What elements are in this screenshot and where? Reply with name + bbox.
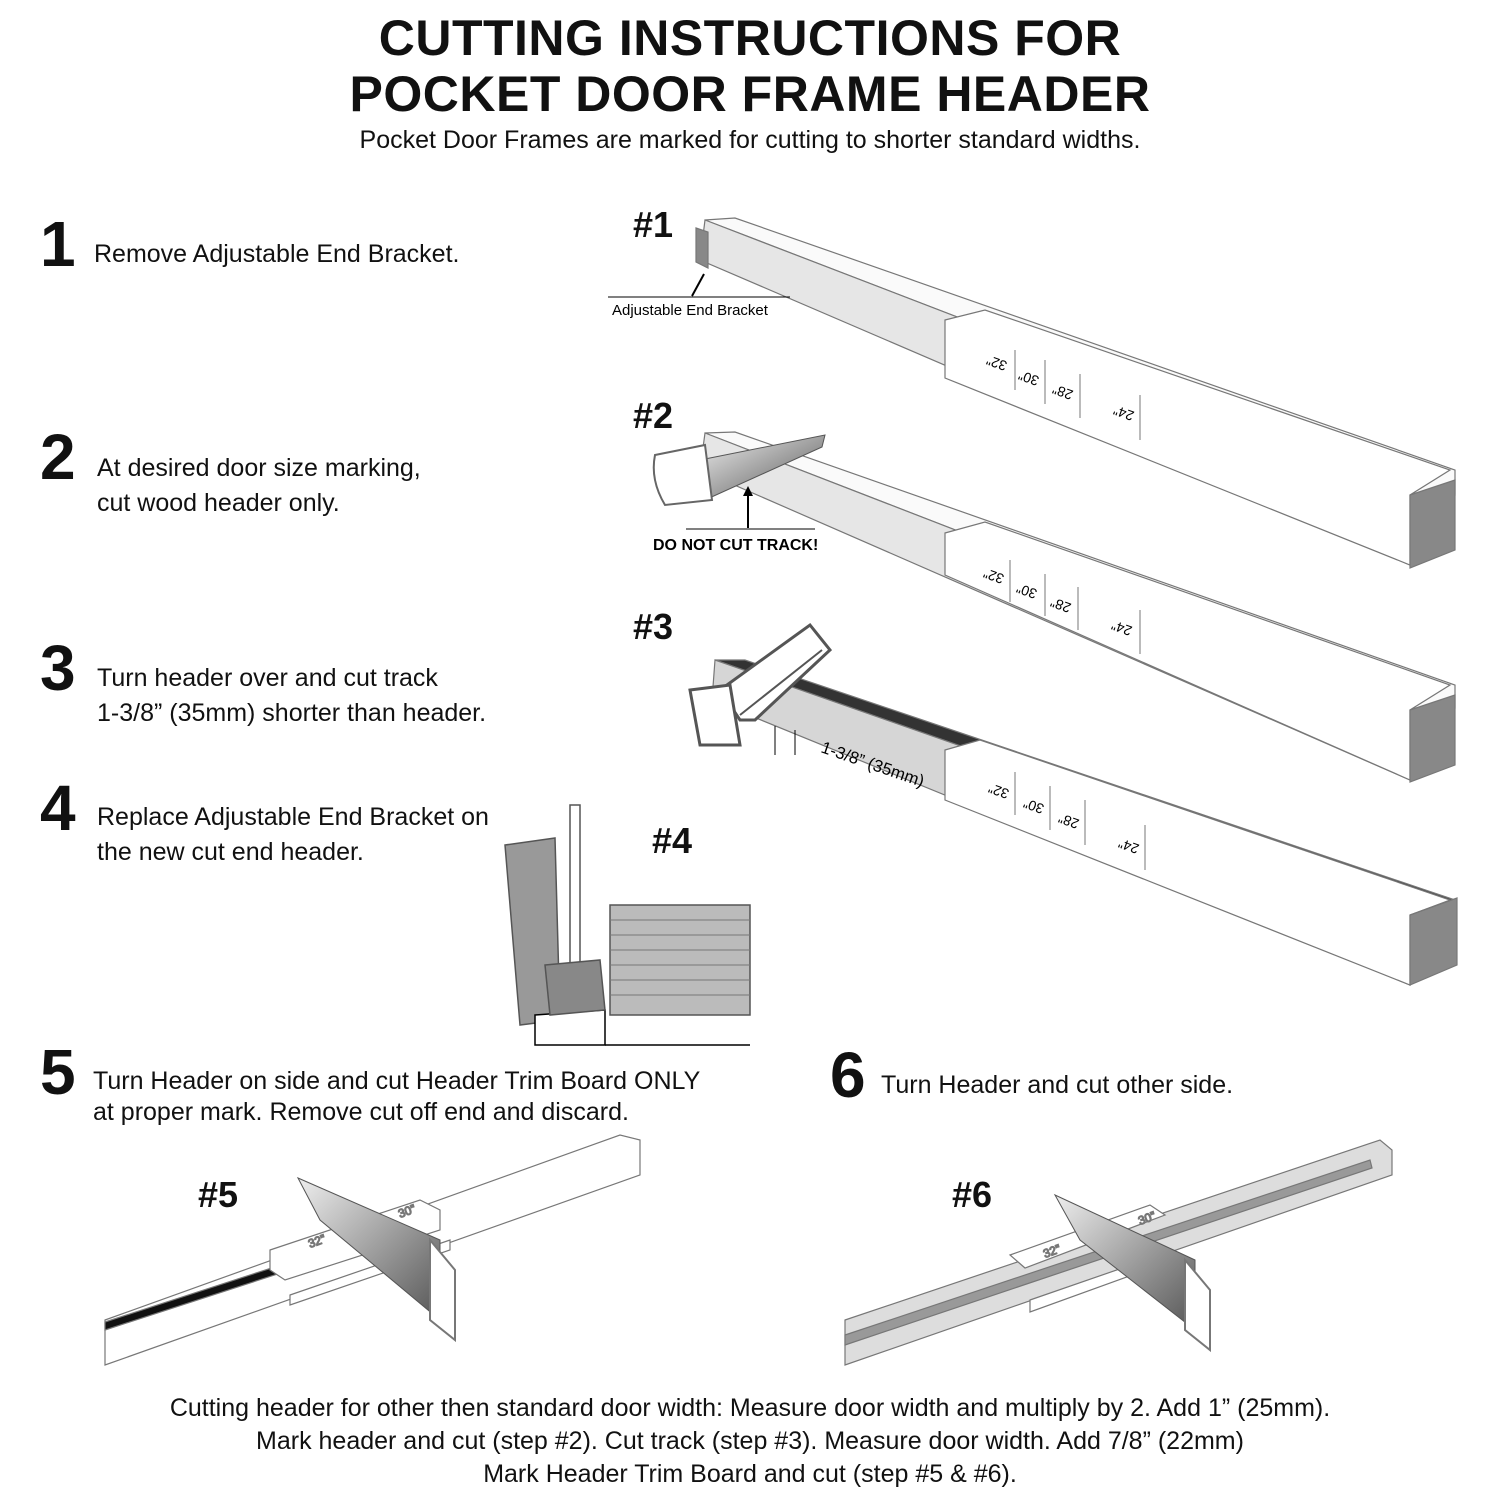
title-line-1: CUTTING INSTRUCTIONS FOR	[378, 10, 1122, 66]
size-marks-beam-2: 32" 30" 28" 24"	[981, 560, 1141, 654]
step-1-number: 1	[40, 208, 76, 280]
step-4-number: 4	[40, 772, 76, 844]
callout-do-not-cut-track: DO NOT CUT TRACK!	[653, 537, 818, 554]
header-beam-1	[695, 217, 1456, 569]
header-beam-2	[699, 431, 1456, 783]
size-mark: 30"	[1016, 367, 1041, 389]
figure-label-6: #6	[952, 1174, 993, 1215]
subtitle: Pocket Door Frames are marked for cuttin…	[359, 126, 1141, 154]
step-2-text: At desired door size marking,cut wood he…	[97, 454, 421, 517]
callout-arrow	[691, 273, 705, 297]
size-mark: 30"	[1014, 580, 1039, 602]
callout-adjustable-end-bracket: Adjustable End Bracket	[612, 302, 769, 319]
size-mark: 32"	[981, 565, 1006, 587]
step-2-number: 2	[40, 421, 76, 493]
adjustable-end-bracket	[695, 227, 709, 269]
step-5-text: Turn Header on side and cut Header Trim …	[93, 1067, 701, 1126]
figure-label-5: #5	[198, 1174, 239, 1215]
size-mark: 30"	[396, 1202, 417, 1221]
footer-note: Cutting header for other then standard d…	[169, 1394, 1331, 1488]
size-mark: 32"	[984, 352, 1009, 374]
hand-saw-icon	[652, 434, 826, 507]
size-mark: 24"	[1111, 402, 1136, 424]
size-mark: 32"	[306, 1232, 327, 1251]
size-mark: 28"	[1056, 810, 1081, 832]
size-mark: 32"	[1041, 1242, 1062, 1261]
step-6-number: 6	[830, 1039, 866, 1111]
bracket-detail	[504, 804, 751, 1046]
figure-label-1: #1	[633, 204, 674, 245]
header-beam-3	[711, 659, 1458, 986]
hand-saw-icon	[296, 1176, 456, 1343]
size-mark: 30"	[1136, 1209, 1157, 1228]
size-mark: 24"	[1116, 835, 1141, 857]
title-line-2: POCKET DOOR FRAME HEADER	[349, 66, 1151, 122]
figure-label-3: #3	[633, 606, 674, 647]
step-5-number: 5	[40, 1036, 76, 1108]
size-marks-beam-3: 32" 30" 28" 24"	[986, 772, 1146, 870]
figure-label-4: #4	[652, 820, 693, 861]
step-6-text: Turn Header and cut other side.	[881, 1071, 1234, 1099]
size-mark: 28"	[1050, 381, 1075, 403]
size-mark: 24"	[1109, 617, 1134, 639]
step-3-number: 3	[40, 632, 76, 704]
size-mark: 30"	[1021, 795, 1046, 817]
size-mark: 32"	[986, 780, 1011, 802]
hand-saw-icon	[1053, 1193, 1211, 1353]
figure-label-2: #2	[633, 395, 674, 436]
size-mark: 28"	[1048, 594, 1073, 616]
hacksaw-icon	[688, 622, 833, 747]
size-marks-beam-1: 32" 30" 28" 24"	[984, 350, 1141, 440]
step-1-text: Remove Adjustable End Bracket.	[94, 240, 460, 268]
